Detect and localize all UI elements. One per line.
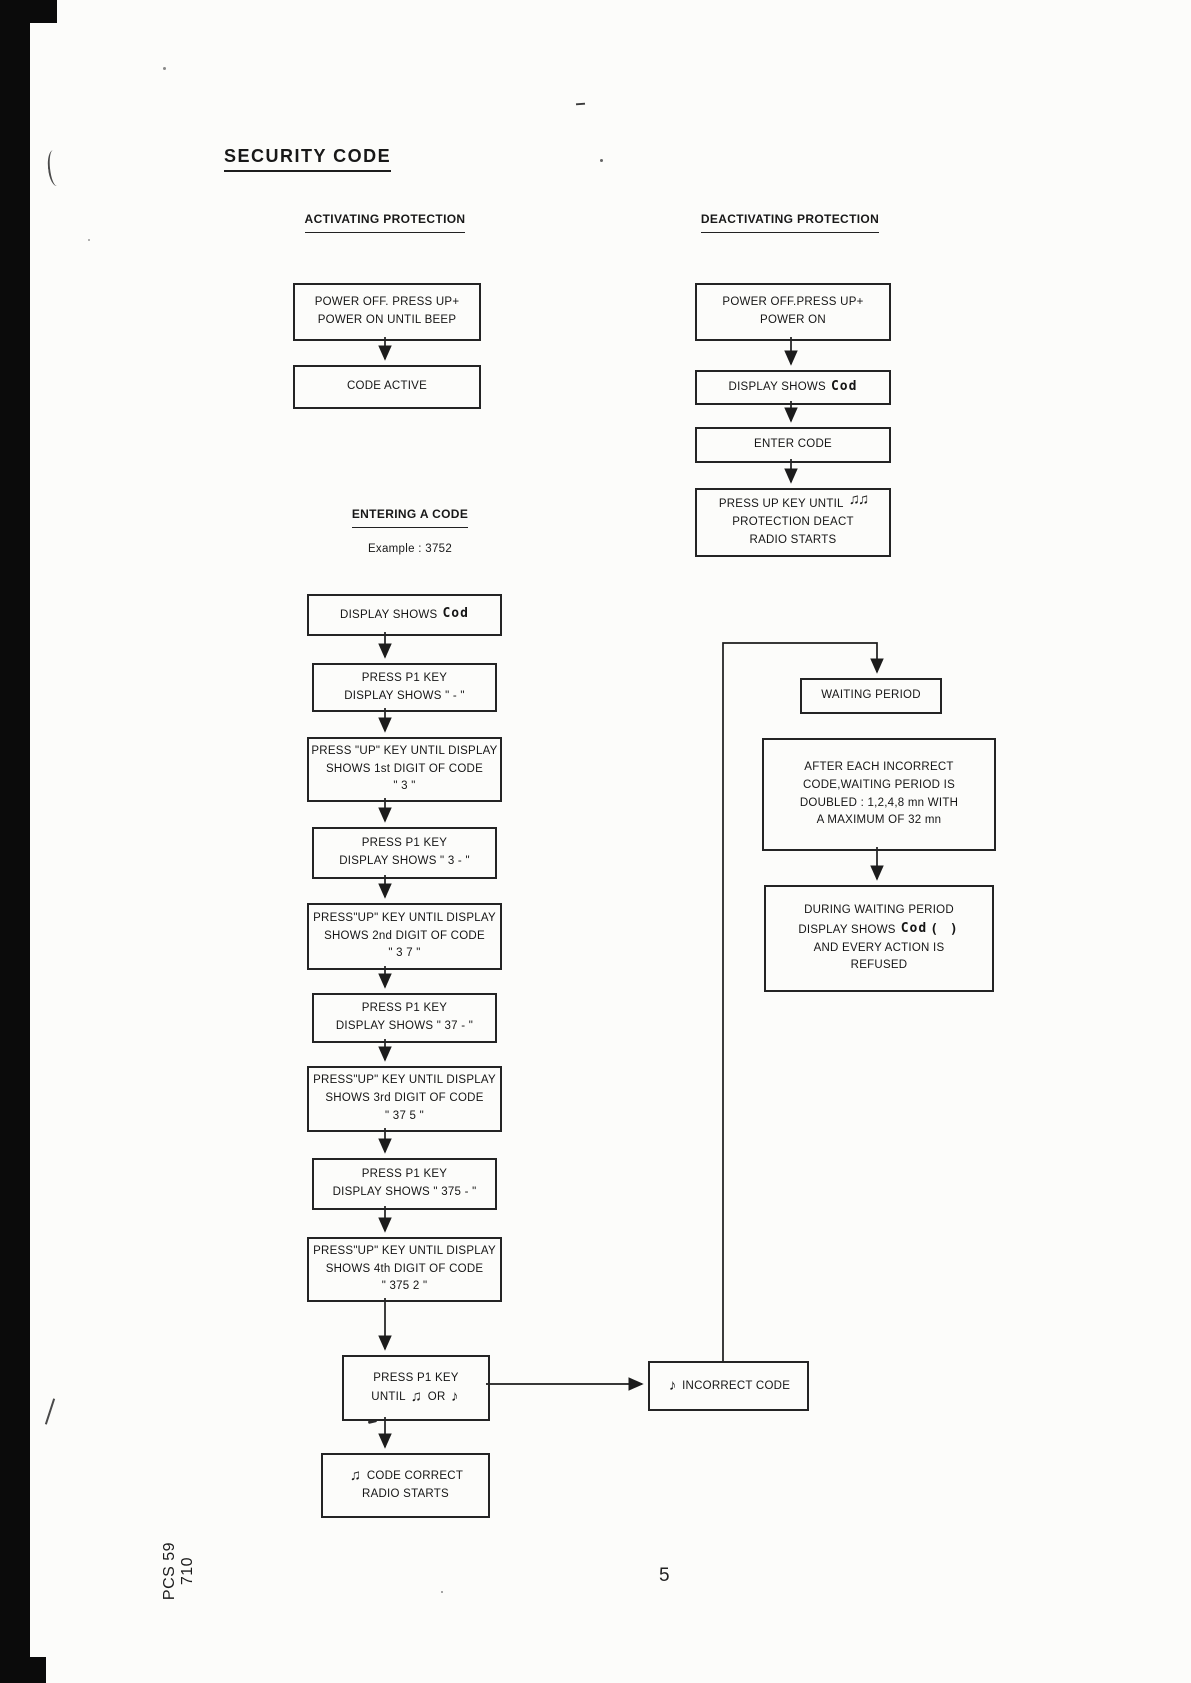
box-line: WAITING PERIOD <box>821 689 921 702</box>
box-line: DISPLAY SHOWS " 3 - " <box>339 855 470 867</box>
box-line: PRESS"UP" KEY UNTIL DISPLAY <box>313 911 496 924</box>
box-line: DISPLAY SHOWS " - " <box>344 689 465 702</box>
box-press-p1-dash: PRESS P1 KEY DISPLAY SHOWS " - " <box>312 663 497 712</box>
box-line: SHOWS 1st DIGIT OF CODE <box>326 762 483 775</box>
deactivating-header: DEACTIVATING PROTECTION <box>690 212 890 233</box>
box-enter-code: ENTER CODE <box>695 427 891 463</box>
page-number: 5 <box>659 1565 670 1586</box>
scan-edge-bar <box>0 0 30 1683</box>
box-up-2nd-digit: PRESS"UP" KEY UNTIL DISPLAY SHOWS 2nd DI… <box>307 903 502 970</box>
box-line: PRESS "UP" KEY UNTIL DISPLAY <box>311 744 498 757</box>
box-line: OR <box>427 1390 446 1403</box>
box-press-p1-37: PRESS P1 KEY DISPLAY SHOWS " 37 - " <box>312 993 497 1043</box>
box-line: CODE CORRECT <box>366 1470 464 1483</box>
box-line: SHOWS 3rd DIGIT OF CODE <box>325 1092 484 1105</box>
box-line: PRESS"UP" KEY UNTIL DISPLAY <box>313 1244 496 1257</box>
box-line: PROTECTION DEACT <box>732 516 854 529</box>
box-waiting-period: WAITING PERIOD <box>800 678 942 714</box>
box-up-4th-digit: PRESS"UP" KEY UNTIL DISPLAY SHOWS 4th DI… <box>307 1237 502 1302</box>
box-line: UNTIL <box>371 1390 406 1403</box>
scan-blob <box>0 1657 46 1683</box>
beamed-notes-icon: ♫♫ <box>848 491 869 509</box>
box-line: PRESS P1 KEY <box>373 1371 459 1384</box>
box-line: POWER OFF. PRESS UP+ <box>314 296 460 309</box>
box-line: RADIO STARTS <box>749 533 837 546</box>
box-press-p1-375: PRESS P1 KEY DISPLAY SHOWS " 375 - " <box>312 1158 497 1210</box>
box-line: ENTER CODE <box>754 438 832 451</box>
box-up-3rd-digit: PRESS"UP" KEY UNTIL DISPLAY SHOWS 3rd DI… <box>307 1066 502 1132</box>
box-power-off-deactivate: POWER OFF.PRESS UP+ POWER ON <box>695 283 891 341</box>
seven-segment-cod: Cod <box>442 606 469 622</box>
scan-blob <box>0 0 57 23</box>
box-code-active: CODE ACTIVE <box>293 365 481 409</box>
scan-speck <box>163 67 166 70</box>
box-line: RADIO STARTS <box>362 1488 449 1500</box>
box-line: DOUBLED : 1,2,4,8 mn WITH <box>799 796 959 809</box>
box-display-shows-cod-entry: DISPLAY SHOWS Cod <box>307 594 502 636</box>
box-line: DURING WAITING PERIOD <box>804 903 954 916</box>
activating-header: ACTIVATING PROTECTION <box>285 212 485 233</box>
box-line: " 37 5 " <box>385 1109 424 1122</box>
box-line: POWER OFF.PRESS UP+ <box>722 296 864 309</box>
box-line: PRESS P1 KEY <box>361 1002 448 1015</box>
beamed-notes-icon: ♫ <box>410 1387 423 1405</box>
box-line: " 375 2 " <box>381 1280 428 1293</box>
box-line: PRESS P1 KEY <box>361 1168 448 1181</box>
box-line: PRESS P1 KEY <box>361 671 448 684</box>
eighth-note-icon: ♪ <box>450 1387 459 1405</box>
box-line: DISPLAY SHOWS <box>340 608 438 621</box>
scan-speck <box>88 239 90 241</box>
box-line: INCORRECT CODE <box>682 1379 791 1392</box>
box-incorrect-code: ♪ INCORRECT CODE <box>648 1361 809 1411</box>
box-line: CODE,WAITING PERIOD IS <box>802 778 956 791</box>
eighth-note-icon: ♪ <box>668 1376 677 1394</box>
pen-mark <box>46 149 64 187</box>
beamed-notes-icon: ♫ <box>349 1467 362 1485</box>
box-line: " 3 " <box>393 780 416 793</box>
seven-segment-cod: Cod <box>830 378 858 394</box>
page-title: SECURITY CODE <box>224 146 392 172</box>
box-line: DISPLAY SHOWS <box>798 923 896 936</box>
box-line: A MAXIMUM OF 32 mn <box>816 814 942 827</box>
entering-header: ENTERING A CODE <box>320 507 500 528</box>
box-line: PRESS P1 KEY <box>361 837 448 850</box>
seven-segment-cod: Cod <box>900 921 928 937</box>
box-line: " 3 7 " <box>388 947 421 960</box>
box-press-p1-3: PRESS P1 KEY DISPLAY SHOWS " 3 - " <box>312 827 497 879</box>
box-line: REFUSED <box>850 959 908 972</box>
box-line: AND EVERY ACTION IS <box>813 941 945 954</box>
box-power-off-activate: POWER OFF. PRESS UP+ POWER ON UNTIL BEEP <box>293 283 481 341</box>
box-up-1st-digit: PRESS "UP" KEY UNTIL DISPLAY SHOWS 1st D… <box>307 737 502 802</box>
box-line: DISPLAY SHOWS " 375 - " <box>332 1186 477 1198</box>
seven-segment-brackets: ( ) <box>930 921 960 937</box>
box-during-waiting: DURING WAITING PERIOD DISPLAY SHOWS Cod( … <box>764 885 994 992</box>
box-code-correct: ♫ CODE CORRECT RADIO STARTS <box>321 1453 490 1518</box>
box-line: PRESS UP KEY UNTIL <box>718 498 844 511</box>
box-press-up-until-deact: PRESS UP KEY UNTIL ♫♫ PROTECTION DEACT RA… <box>695 488 891 557</box>
box-press-p1-until-notes: PRESS P1 KEY UNTIL ♫ OR ♪ <box>342 1355 490 1421</box>
box-line: SHOWS 2nd DIGIT OF CODE <box>324 929 485 942</box>
box-line: POWER ON <box>760 314 826 326</box>
box-line: SHOWS 4th DIGIT OF CODE <box>325 1262 484 1275</box>
box-line: POWER ON UNTIL BEEP <box>317 314 457 326</box>
pen-mark <box>44 1398 56 1425</box>
scan-speck <box>575 102 586 106</box>
box-waiting-doubled: AFTER EACH INCORRECT CODE,WAITING PERIOD… <box>762 738 996 851</box>
scan-speck <box>600 159 603 162</box>
box-line: PRESS"UP" KEY UNTIL DISPLAY <box>313 1074 496 1087</box>
entering-example: Example : 3752 <box>367 543 453 555</box>
doc-code-vertical: PCS 59 710 <box>161 1541 196 1601</box>
box-display-shows-cod-deact: DISPLAY SHOWS Cod <box>695 370 891 405</box>
box-line: CODE ACTIVE <box>346 380 428 393</box>
box-line: DISPLAY SHOWS " 37 - " <box>335 1020 474 1032</box>
scan-speck <box>441 1591 443 1593</box>
box-line: AFTER EACH INCORRECT <box>804 760 954 773</box>
box-line: DISPLAY SHOWS <box>728 381 826 394</box>
